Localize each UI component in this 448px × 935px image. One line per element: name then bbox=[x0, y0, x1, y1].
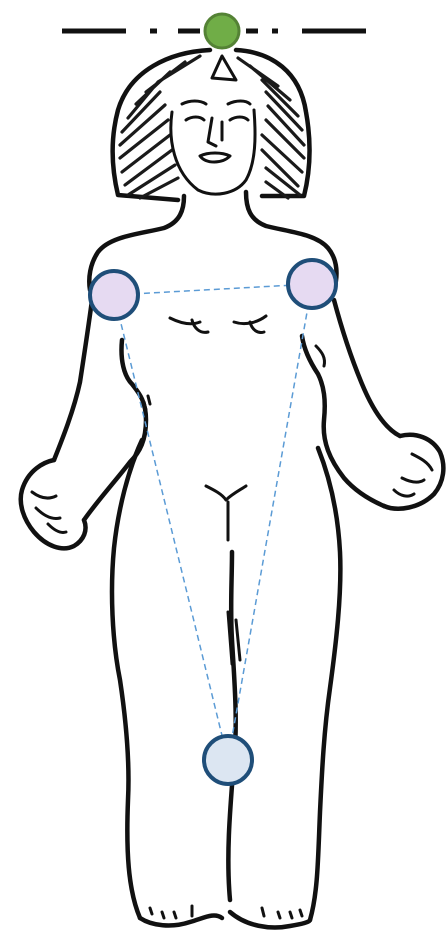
connector-right-shoulder-pelvis bbox=[228, 284, 312, 760]
connector-lines bbox=[114, 284, 312, 760]
left-shoulder-node[interactable] bbox=[90, 271, 138, 319]
connector-shoulder-shoulder bbox=[114, 284, 312, 295]
head-top-node[interactable] bbox=[205, 14, 239, 48]
face-drawing bbox=[171, 101, 255, 194]
connector-left-shoulder-pelvis bbox=[114, 295, 228, 760]
diagram-nodes bbox=[90, 14, 336, 784]
right-shoulder-node[interactable] bbox=[288, 260, 336, 308]
legs-drawing bbox=[112, 440, 340, 927]
pelvis-node[interactable] bbox=[204, 736, 252, 784]
right-arm-drawing bbox=[302, 300, 443, 509]
left-arm-drawing bbox=[21, 300, 150, 548]
